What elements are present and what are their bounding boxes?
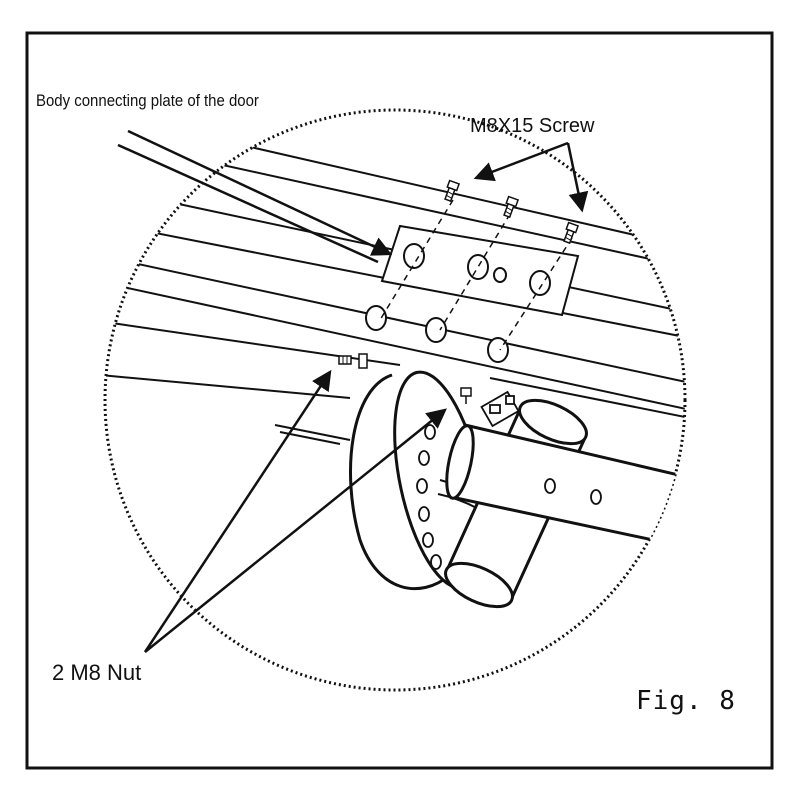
beam-holes <box>365 305 509 363</box>
detail-circle <box>103 108 687 692</box>
screw-middle <box>503 195 520 219</box>
figure-number: Fig. 8 <box>636 686 736 716</box>
horizontal-tube <box>445 423 685 552</box>
plate-holes <box>403 243 551 296</box>
screw-right <box>563 221 580 245</box>
screw-label: M8X15 Screw <box>470 115 595 137</box>
nut-right <box>460 387 472 404</box>
screw-left <box>444 179 461 203</box>
hinge-bracket <box>480 390 520 428</box>
nut-left <box>338 353 368 369</box>
nut-label: 2 M8 Nut <box>52 660 142 685</box>
plate-label: Body connecting plate of the door <box>36 91 259 110</box>
tube-holes <box>544 478 602 505</box>
detail-content <box>105 139 685 609</box>
screw-alignment-lines <box>379 199 573 351</box>
door-panel-edge <box>274 424 351 445</box>
leader-lines <box>117 129 589 653</box>
figure-frame <box>25 31 774 770</box>
hinge-wheel-holes <box>416 424 442 570</box>
